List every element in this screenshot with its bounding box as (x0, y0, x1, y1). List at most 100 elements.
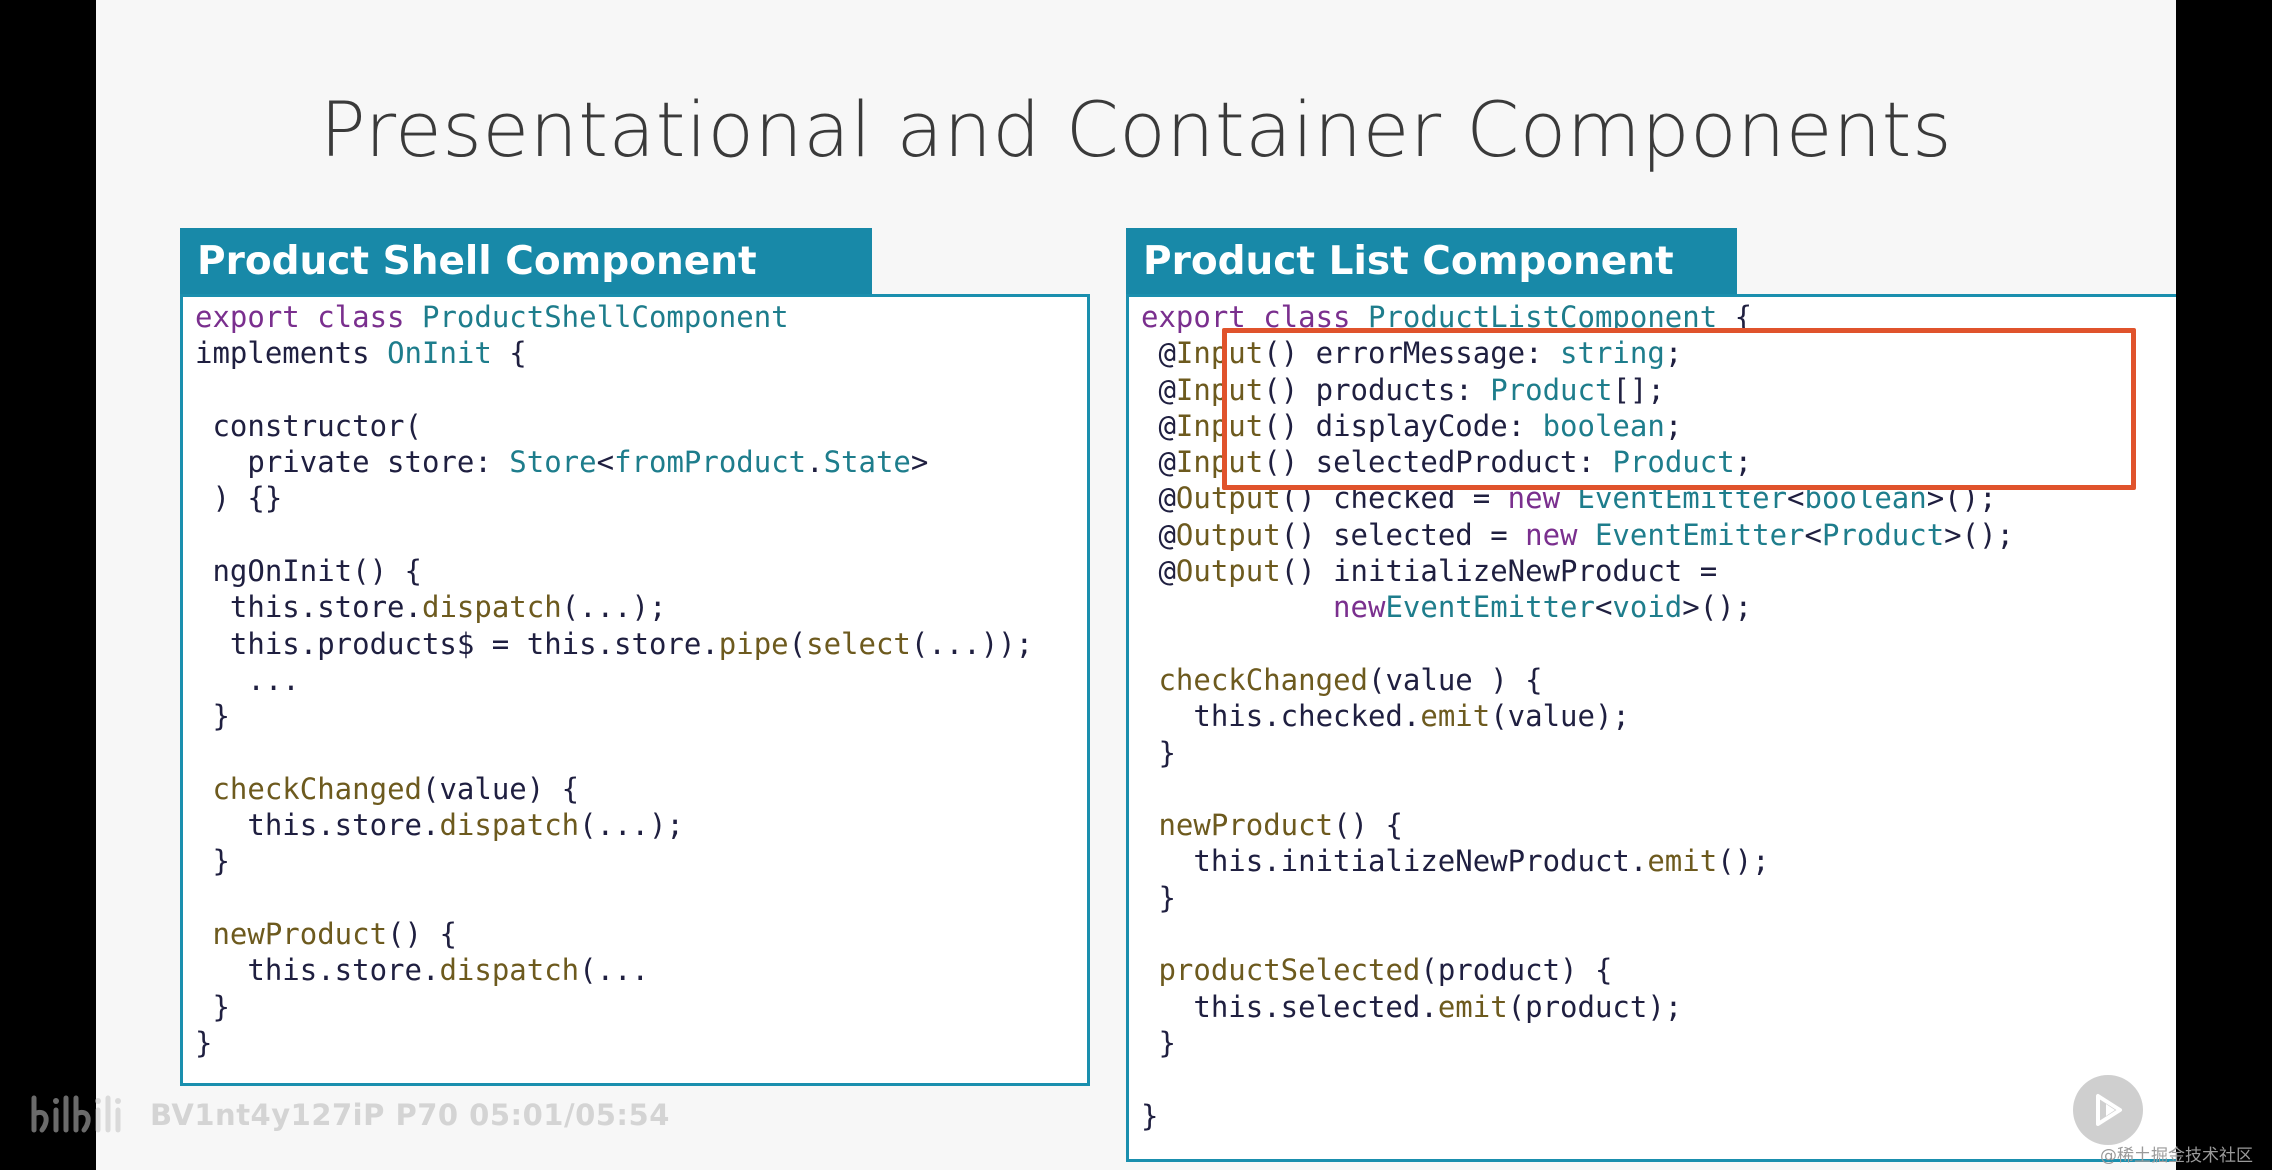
right-code-token: Output (1175, 554, 1281, 589)
left-code-line: this.store.dispatch(... (195, 952, 1033, 988)
right-code-token: () products: (1263, 372, 1491, 407)
left-code-line: this.store.dispatch(...); (195, 589, 1033, 625)
left-code-token: ... (195, 662, 300, 697)
slide: Presentational and Container Components … (96, 0, 2176, 1170)
left-code-token: class (317, 300, 422, 334)
left-code-token: this.store. (195, 808, 440, 843)
left-code-token: . (806, 445, 824, 480)
right-code-line: @Output() selected = new EventEmitter<Pr… (1141, 517, 2014, 553)
right-code-token: Input (1175, 372, 1264, 407)
left-code-line: } (195, 1025, 1033, 1061)
left-code-token: export (195, 300, 318, 334)
right-code-token: boolean (1542, 408, 1665, 443)
right-code-line: } (1141, 1098, 2014, 1134)
left-code-token: this.products$ = this.store. (195, 626, 719, 661)
right-code-line: this.checked.emit(value); (1141, 698, 2014, 734)
right-code-token: (value); (1490, 699, 1630, 734)
left-code-token: OnInit (387, 336, 492, 371)
left-code-token: } (195, 1025, 213, 1060)
left-code-token: checkChanged (212, 771, 422, 806)
right-code-token: @ (1141, 517, 1176, 552)
left-code-token: this.store. (195, 590, 422, 625)
bilibili-logo-icon (31, 1095, 121, 1133)
right-code-token: emit (1420, 699, 1491, 734)
left-code-line: } (195, 698, 1033, 734)
right-code-token: ; (1734, 445, 1753, 480)
right-code-token (1141, 663, 1158, 697)
right-code-token: () displayCode: (1263, 408, 1543, 443)
left-code-token: ( (788, 626, 807, 661)
right-code-line: @Input() products: Product[]; (1141, 372, 2014, 408)
left-code-token: implements (195, 336, 388, 371)
left-code-line (195, 880, 1033, 916)
right-code-token: emit (1647, 844, 1718, 879)
right-code-line: this.initializeNewProduct.emit(); (1141, 843, 2014, 879)
left-code-token: fromProduct (614, 445, 807, 480)
input-properties-highlight (1222, 328, 2136, 490)
left-code-token: () { (387, 917, 457, 952)
product-shell-tab: Product Shell Component (180, 228, 872, 296)
right-code-token: () { (1333, 808, 1403, 843)
right-code-token: >(); (1682, 590, 1753, 625)
left-code-token: Store (509, 445, 597, 480)
right-code-token: checkChanged (1158, 662, 1368, 697)
left-code-token: select (806, 626, 911, 661)
left-code-line: ngOnInit() { (195, 553, 1033, 589)
left-code-token: (... (579, 953, 649, 988)
right-code-token: new (1141, 590, 1386, 625)
video-watermark: BV1nt4y127iP P70 05:01/05:54 (28, 1090, 670, 1140)
left-code-token: this.store. (195, 953, 440, 988)
left-code-token: newProduct (212, 917, 388, 952)
right-code-line: @Input() displayCode: boolean; (1141, 408, 2014, 444)
right-code-token: Input (1175, 408, 1264, 443)
pluralsight-play-icon[interactable] (2073, 1075, 2143, 1145)
left-code-line: ... (195, 662, 1033, 698)
left-code-line: } (195, 989, 1033, 1025)
right-code-line (1141, 771, 2014, 807)
right-code-token: this.selected. (1141, 989, 1438, 1024)
video-id-timestamp: BV1nt4y127iP P70 05:01/05:54 (150, 1098, 670, 1132)
left-code-line: } (195, 843, 1033, 879)
left-code-token: constructor( (195, 408, 422, 443)
right-code-token: } (1141, 1025, 1176, 1060)
left-code-token: (...); (579, 808, 684, 843)
left-code-line (195, 372, 1033, 408)
left-code-token: dispatch (421, 590, 562, 625)
right-code-line (1141, 1061, 2014, 1097)
left-code-line (195, 517, 1033, 553)
right-code-line: newProduct() { (1141, 807, 2014, 843)
right-code-token: emit (1437, 989, 1508, 1024)
left-code-line: checkChanged(value) { (195, 771, 1033, 807)
left-code-line: this.store.dispatch(...); (195, 807, 1033, 843)
right-code-token: productSelected (1158, 953, 1421, 988)
right-code-token: < (1594, 590, 1613, 625)
left-code-line: export class ProductShellComponent (195, 299, 1033, 335)
right-code-token: (product); (1507, 989, 1683, 1024)
product-shell-panel: Product Shell Component export class Pro… (180, 228, 1090, 1086)
right-code-token: new (1525, 517, 1595, 552)
right-code-token: < (1804, 517, 1822, 552)
left-code-line: implements OnInit { (195, 335, 1033, 371)
right-code-token: this.checked. (1141, 699, 1421, 734)
slide-title: Presentational and Container Components (319, 85, 1953, 174)
left-code-token: State (823, 445, 911, 480)
right-code-token: } (1141, 735, 1176, 770)
product-list-code-box: export class ProductListComponent { @Inp… (1126, 294, 2176, 1162)
left-code-token: (...)); (910, 626, 1034, 661)
left-code-token (195, 917, 212, 951)
left-code-token: ) {} (195, 481, 283, 516)
left-code-token: } (195, 989, 230, 1024)
right-code-line: newEventEmitter<void>(); (1141, 589, 2014, 625)
right-code-token: } (1141, 880, 1176, 915)
left-code-token: } (195, 844, 230, 879)
right-code-token: ; (1664, 408, 1683, 443)
left-code-token: dispatch (439, 808, 580, 843)
product-list-panel: Product List Component export class Prod… (1126, 228, 2176, 1162)
left-code-token: < (596, 445, 615, 480)
right-code-token: (value ) { (1367, 662, 1543, 697)
left-code-token: ngOnInit() { (195, 554, 422, 589)
right-code-line (1141, 626, 2014, 662)
right-code-line: this.selected.emit(product); (1141, 989, 2014, 1025)
